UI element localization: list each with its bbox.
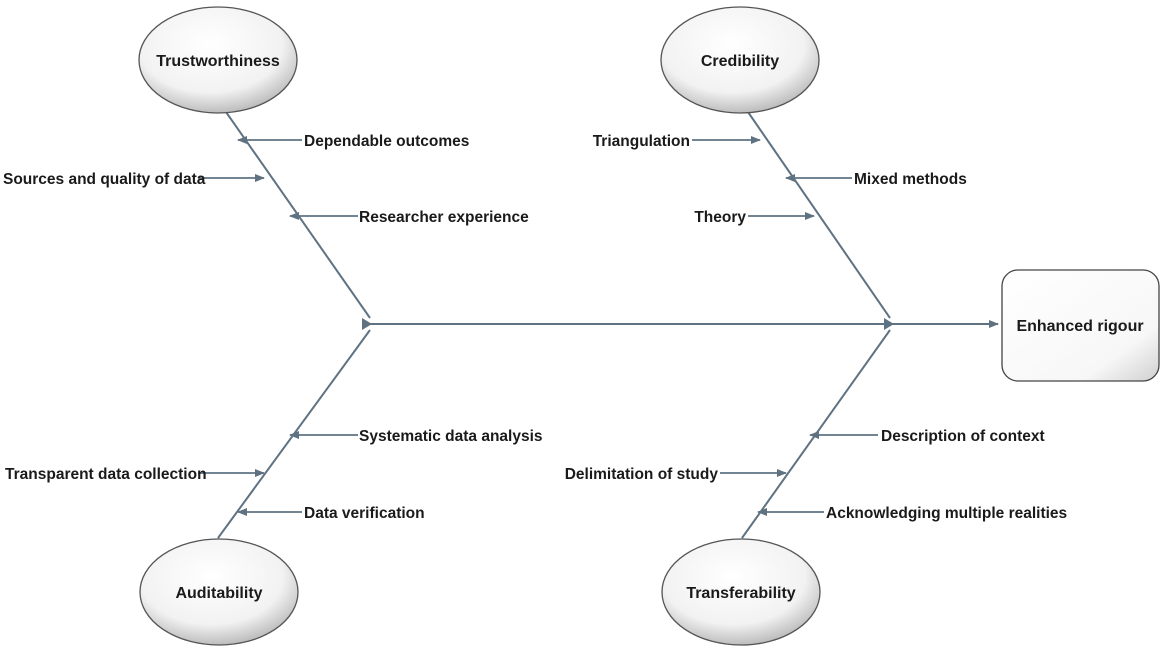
cause-description-of-context: Description of context	[881, 428, 1045, 445]
cause-acknowledging-multiple-realities: Acknowledging multiple realities	[826, 505, 1067, 522]
cause-delimitation-of-study: Delimitation of study	[565, 466, 719, 483]
node-trustworthiness-label: Trustworthiness	[156, 53, 280, 70]
cause-sources-quality-data: Sources and quality of data	[3, 171, 206, 188]
cause-mixed-methods: Mixed methods	[854, 171, 967, 188]
effect-label: Enhanced rigour	[1016, 318, 1143, 335]
node-transferability-label: Transferability	[686, 585, 795, 602]
bone-credibility	[747, 111, 891, 319]
cause-systematic-data-analysis: Systematic data analysis	[359, 428, 543, 445]
cause-triangulation: Triangulation	[593, 133, 690, 150]
node-credibility: Credibility	[660, 6, 820, 114]
spine-junction-right-arrow	[884, 318, 894, 330]
cause-transparent-data-collection: Transparent data collection	[5, 466, 207, 483]
spine-junction-left-arrow	[362, 318, 372, 330]
node-credibility-label: Credibility	[701, 53, 779, 70]
node-auditability-label: Auditability	[175, 585, 262, 602]
cause-data-verification: Data verification	[304, 505, 425, 522]
effect-box: Enhanced rigour	[1001, 269, 1160, 382]
cause-researcher-experience: Researcher experience	[359, 209, 529, 226]
cause-dependable-outcomes: Dependable outcomes	[304, 133, 469, 150]
node-trustworthiness: Trustworthiness	[138, 6, 298, 114]
node-transferability: Transferability	[661, 538, 821, 646]
cause-theory: Theory	[694, 209, 746, 226]
node-auditability: Auditability	[139, 538, 299, 646]
